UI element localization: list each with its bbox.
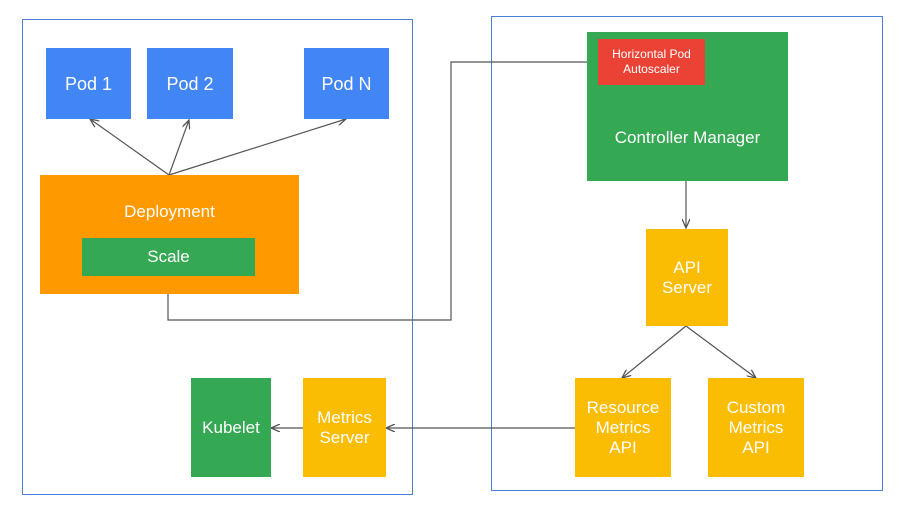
edge-deployment-pod2: [168, 120, 189, 176]
deployment-node: Deployment: [40, 175, 299, 294]
resource-metrics-api-node: Resource Metrics API: [575, 378, 671, 477]
kubelet-node: Kubelet: [191, 378, 271, 477]
scale-node: Scale: [82, 238, 255, 276]
metrics-server-node: Metrics Server: [303, 378, 386, 477]
custom-metrics-api-node: Custom Metrics API: [708, 378, 804, 477]
pod-1-node: Pod 1: [46, 48, 131, 119]
edge-hpa-scale: [168, 61, 598, 321]
api-server-node: API Server: [646, 229, 728, 326]
edge-deployment-podn: [168, 119, 346, 176]
edge-api-resource: [622, 325, 687, 378]
controller-manager-label: Controller Manager: [614, 128, 761, 147]
left-cluster-frame: [22, 19, 413, 495]
pod-2-node: Pod 2: [147, 48, 233, 119]
pod-n-node: Pod N: [304, 48, 389, 119]
hpa-node: Horizontal Pod Autoscaler: [598, 39, 705, 85]
edge-api-custom: [685, 325, 756, 378]
right-control-plane-frame: [491, 16, 883, 491]
edge-deployment-pod1: [90, 119, 170, 176]
deployment-label: Deployment: [124, 202, 215, 221]
